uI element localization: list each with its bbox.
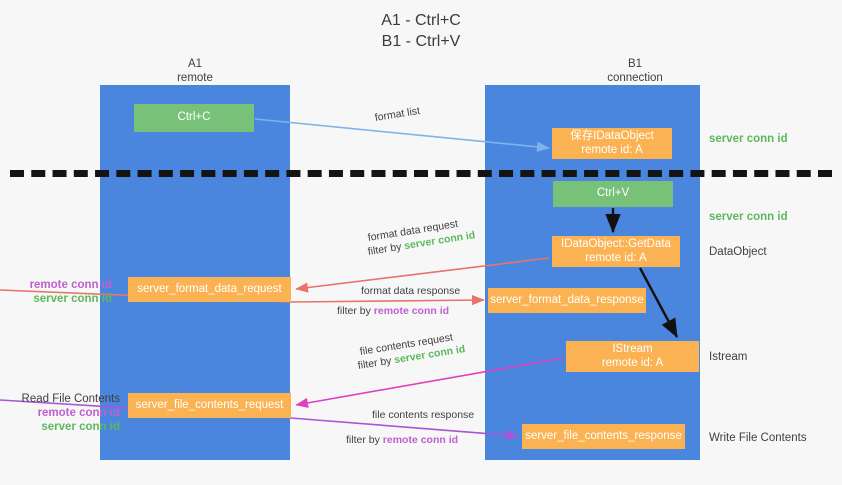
filter-prefix: filter by (346, 434, 383, 446)
column-header-a1: A1 remote (177, 58, 213, 84)
edge-label-file-contents-response: file contents response (372, 409, 475, 421)
right-label-server-conn-id-top: server conn id (709, 133, 788, 145)
edge-label-format-data-response-filter: filter by remote conn id (337, 304, 449, 319)
node-save-idataobject[interactable]: 保存IDataObject remote id: A (552, 128, 672, 159)
edge-getdata-to-istream (638, 267, 679, 339)
edge-format-list (254, 118, 550, 152)
node-server-file-contents-response[interactable]: server_file_contents_response (522, 424, 685, 449)
filter-key-remote-conn-id: remote conn id (373, 305, 450, 317)
left-label-remote-conn-id: remote conn id (29, 279, 112, 291)
edge-file-contents-request (295, 357, 564, 408)
node-istream[interactable]: IStream remote id: A (566, 341, 699, 372)
edge-file-contents-response (290, 417, 519, 441)
right-label-write-file-contents: Write File Contents (709, 432, 807, 444)
edge-label-format-data-response: format data response (361, 285, 461, 297)
node-server-format-data-request[interactable]: server_format_data_request (128, 277, 291, 302)
right-label-istream: Istream (709, 351, 748, 363)
edge-label-file-contents-response-filter: filter by remote conn id (346, 433, 458, 448)
node-server-format-data-response[interactable]: server_format_data_response (488, 288, 646, 313)
left-label-server-conn-id: server conn id (33, 293, 112, 305)
edge-format-data-response (290, 295, 485, 306)
column-header-b1: B1 connection (607, 58, 663, 84)
left-label-server-conn-id: server conn id (41, 421, 120, 433)
node-ctrl-v[interactable]: Ctrl+V (553, 181, 673, 207)
left-label-group-file: Read File Contents remote conn id server… (8, 392, 120, 434)
node-server-file-contents-request[interactable]: server_file_contents_request (128, 393, 291, 418)
right-label-dataobject: DataObject (709, 246, 767, 258)
left-label-read-file-contents: Read File Contents (21, 393, 120, 405)
left-label-remote-conn-id: remote conn id (37, 407, 120, 419)
node-idataobject-getdata[interactable]: IDataObject::GetData remote id: A (552, 236, 680, 267)
filter-key-remote-conn-id: remote conn id (382, 434, 459, 446)
edge-format-data-request (295, 257, 550, 293)
page-title: A1 - Ctrl+C B1 - Ctrl+V (381, 12, 461, 50)
node-ctrl-c[interactable]: Ctrl+C (134, 104, 254, 132)
filter-prefix: filter by (337, 305, 374, 317)
phase-divider (10, 170, 832, 177)
left-label-group-format: remote conn id server conn id (8, 278, 112, 306)
right-label-server-conn-id-mid: server conn id (709, 211, 788, 223)
